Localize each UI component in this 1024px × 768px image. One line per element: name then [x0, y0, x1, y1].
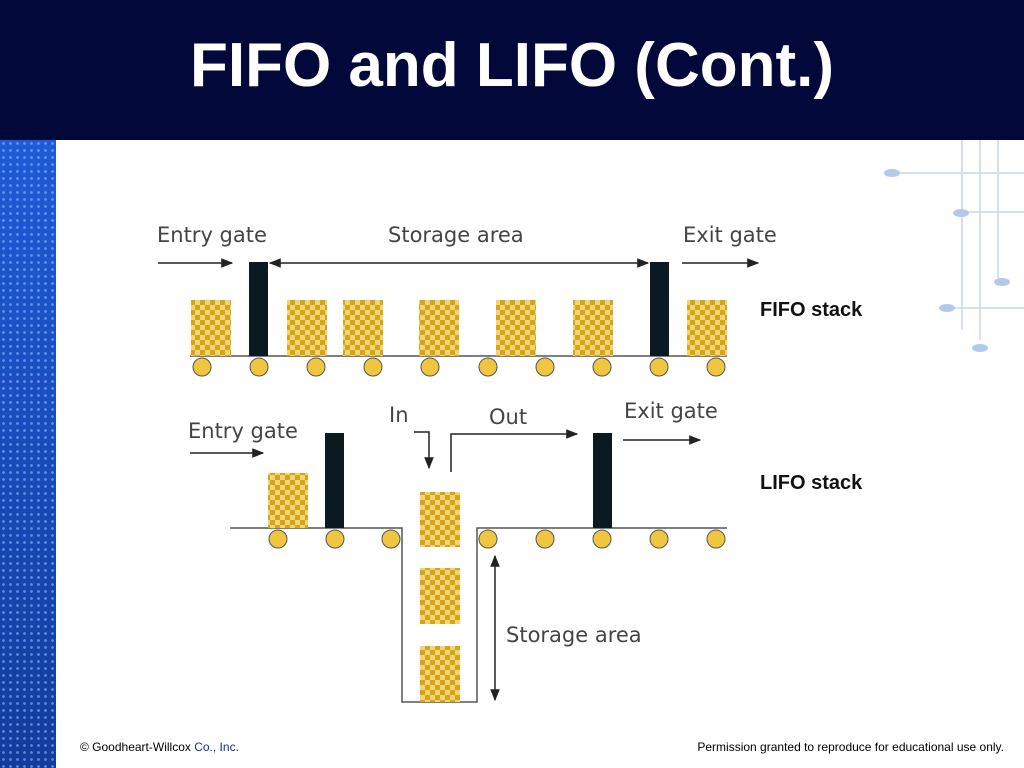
- fifo-box: [496, 300, 536, 356]
- fifo-box: [287, 300, 327, 356]
- lifo-box: [420, 568, 460, 624]
- fifo-roller: [535, 357, 555, 377]
- lifo-box: [420, 646, 460, 702]
- lifo-out-label: Out: [489, 405, 527, 429]
- lifo-entry-gate: [325, 433, 344, 528]
- fifo-roller: [420, 357, 440, 377]
- fifo-roller: [363, 357, 383, 377]
- fifo-roller: [192, 357, 212, 377]
- lifo-roller: [478, 529, 498, 549]
- fifo-exit-gate: [650, 262, 669, 356]
- fifo-box: [343, 300, 383, 356]
- fifo-box: [419, 300, 459, 356]
- slide-title: FIFO and LIFO (Cont.): [190, 31, 834, 100]
- lifo-entry-gate-label: Entry gate: [188, 419, 298, 443]
- copyright-text: © Goodheart-Willcox Co., Inc.: [80, 740, 239, 754]
- fifo-roller: [649, 357, 669, 377]
- lifo-roller: [381, 529, 401, 549]
- left-decorative-strip: [0, 140, 56, 768]
- lifo-section: Entry gate In Out Exit gate: [188, 399, 863, 703]
- fifo-entry-gate: [249, 262, 268, 356]
- fifo-stack-label: FIFO stack: [760, 299, 863, 321]
- copyright-accent: Co., Inc.: [194, 740, 239, 754]
- title-bar: [0, 0, 1024, 140]
- permission-text: Permission granted to reproduce for educ…: [697, 740, 1004, 754]
- fifo-storage-area-label: Storage area: [388, 223, 524, 247]
- fifo-lifo-diagram: Entry gate Storage area Exit gate: [157, 223, 863, 703]
- fifo-exit-gate-label: Exit gate: [683, 223, 777, 247]
- lifo-roller: [706, 529, 726, 549]
- fifo-roller: [478, 357, 498, 377]
- lifo-in-arrow: [414, 431, 434, 470]
- fifo-box: [191, 300, 231, 356]
- fifo-roller: [249, 357, 269, 377]
- fifo-box: [687, 300, 727, 356]
- lifo-roller: [268, 529, 288, 549]
- lifo-roller: [592, 529, 612, 549]
- fifo-box: [573, 300, 613, 356]
- fifo-section: Entry gate Storage area Exit gate: [157, 223, 863, 377]
- lifo-box: [420, 492, 460, 547]
- lifo-conveyor-and-pit: [230, 527, 727, 703]
- lifo-out-arrow: [450, 429, 579, 472]
- fifo-roller: [306, 357, 326, 377]
- fifo-roller: [706, 357, 726, 377]
- lifo-storage-area-label: Storage area: [506, 623, 642, 647]
- lifo-box: [268, 473, 308, 528]
- lifo-exit-gate-label: Exit gate: [624, 399, 718, 423]
- lifo-roller: [535, 529, 555, 549]
- fifo-entry-gate-label: Entry gate: [157, 223, 267, 247]
- lifo-roller: [325, 529, 345, 549]
- lifo-in-label: In: [389, 403, 409, 427]
- lifo-roller: [649, 529, 669, 549]
- copyright-prefix: © Goodheart-Willcox: [80, 740, 195, 754]
- fifo-roller: [592, 357, 612, 377]
- lifo-stack-label: LIFO stack: [760, 472, 863, 494]
- circuit-decoration: [884, 140, 1024, 352]
- lifo-exit-gate: [593, 433, 612, 528]
